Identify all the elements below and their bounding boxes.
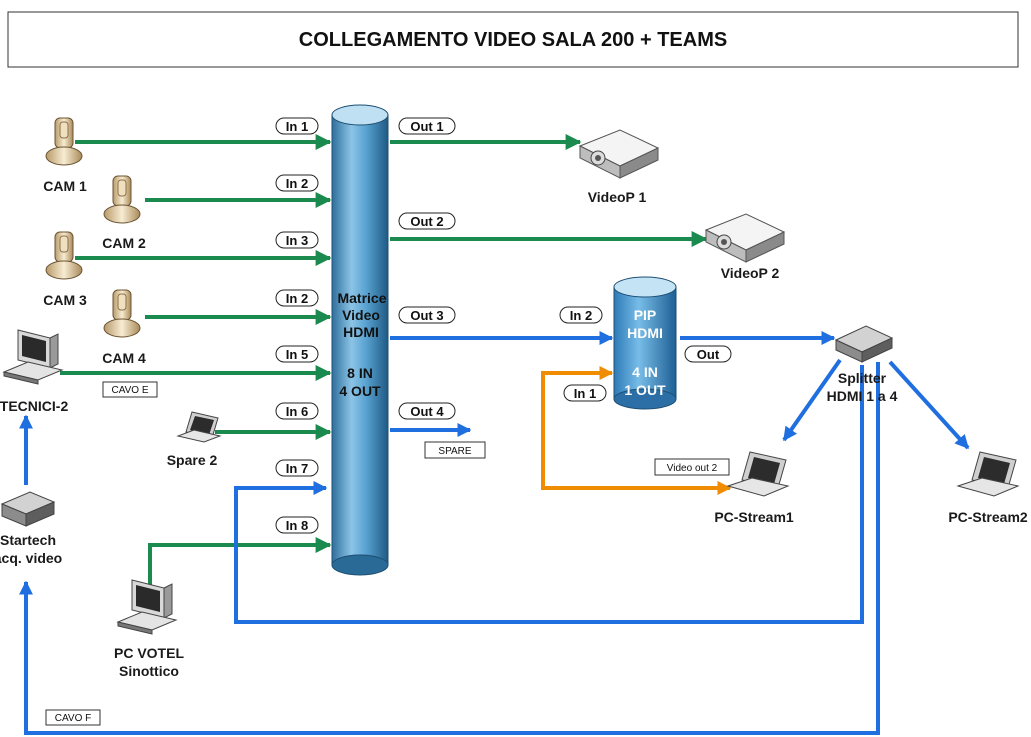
- laptop-icon: [956, 451, 1020, 497]
- svg-text:Video out 2: Video out 2: [667, 463, 718, 474]
- desktop-computer-icon: [116, 579, 178, 635]
- desktop-computer-icon: [2, 329, 64, 385]
- label-spare2: Spare 2: [167, 452, 218, 468]
- label-pc-votel-1: PC VOTEL: [114, 645, 184, 661]
- pill-out-4: Out 4: [398, 402, 456, 420]
- label-cam2: CAM 2: [102, 235, 146, 251]
- matrix-label-2: Video: [342, 307, 380, 323]
- blue-links: [19, 331, 970, 735]
- pip-device: PIP HDMI 4 IN 1 OUT: [613, 276, 677, 410]
- link-splitter-in7: [234, 365, 864, 624]
- label-splitter-2: HDMI 1 a 4: [827, 388, 898, 404]
- svg-text:In 5: In 5: [286, 347, 308, 362]
- link-splitter-startech: [19, 362, 880, 735]
- svg-text:In 8: In 8: [286, 518, 308, 533]
- pill-in-8: In 8: [275, 516, 319, 534]
- svg-text:In 3: In 3: [286, 233, 308, 248]
- svg-text:In 1: In 1: [286, 119, 308, 134]
- label-cam3: CAM 3: [43, 292, 87, 308]
- link-splitter-stream1: [782, 358, 842, 442]
- label-videop2: VideoP 2: [721, 265, 780, 281]
- label-startech-2: acq. video: [0, 550, 62, 566]
- box-cavo-f: CAVO F: [45, 709, 101, 726]
- label-cam4: CAM 4: [102, 350, 146, 366]
- matrix-label-4: 8 IN: [347, 365, 373, 381]
- camera-icon: [45, 117, 83, 166]
- pill-pip-in-2: In 2: [559, 306, 603, 324]
- label-startech-1: Startech: [0, 532, 56, 548]
- pill-pip-out: Out: [684, 345, 732, 363]
- projector-icon: [578, 129, 660, 179]
- svg-text:In 7: In 7: [286, 461, 308, 476]
- pill-out-2: Out 2: [398, 212, 456, 230]
- link-stream1-pip: [541, 366, 732, 495]
- svg-text:CAVO E: CAVO E: [111, 385, 148, 396]
- svg-text:Out 4: Out 4: [410, 404, 444, 419]
- title-box: COLLEGAMENTO VIDEO SALA 200 + TEAMS: [7, 11, 1019, 68]
- pill-in-6: In 6: [275, 402, 319, 420]
- svg-text:SPARE: SPARE: [438, 446, 471, 457]
- matrix-input-pills: In 1 In 2 In 3 In 2 In 5 In 6 In 7 In 8: [275, 117, 319, 534]
- pip-label-1: PIP: [634, 307, 657, 323]
- matrix-label-3: HDMI: [343, 324, 379, 340]
- camera-icon: [103, 175, 141, 224]
- pip-label-2: HDMI: [627, 325, 663, 341]
- link-splitter-stream2: [888, 360, 970, 450]
- svg-text:In 2: In 2: [286, 291, 308, 306]
- svg-text:Out: Out: [697, 347, 720, 362]
- projector-icon: [704, 213, 786, 263]
- label-boxes: CAVO E CAVO F SPARE Video out 2: [45, 381, 730, 726]
- pill-in-5: In 5: [275, 345, 319, 363]
- matrix-output-pills: Out 1 Out 2 Out 3 Out 4: [398, 117, 456, 420]
- pill-in-2b: In 2: [275, 289, 319, 307]
- svg-text:In 6: In 6: [286, 404, 308, 419]
- link-pc-votel: [148, 537, 332, 585]
- box-video-out-2: Video out 2: [654, 458, 730, 476]
- label-pc-stream1: PC-Stream1: [714, 509, 794, 525]
- pip-label-4: 1 OUT: [624, 382, 666, 398]
- matrix-label-1: Matrice: [337, 290, 386, 306]
- pill-pip-in-1: In 1: [563, 384, 607, 402]
- svg-text:In 2: In 2: [286, 176, 308, 191]
- pill-in-3: In 3: [275, 231, 319, 249]
- pill-in-7: In 7: [275, 459, 319, 477]
- green-links: [60, 134, 708, 585]
- box-cavo-e: CAVO E: [102, 381, 158, 398]
- pip-pills: In 2 In 1 Out: [559, 306, 732, 402]
- pill-out-1: Out 1: [398, 117, 456, 135]
- video-matrix: Matrice Video HDMI 8 IN 4 OUT: [331, 104, 389, 576]
- label-pc-stream2: PC-Stream2: [948, 509, 1028, 525]
- label-videop1: VideoP 1: [588, 189, 647, 205]
- laptop-icon: [176, 411, 222, 443]
- svg-text:In 1: In 1: [574, 386, 596, 401]
- pill-out-3: Out 3: [398, 306, 456, 324]
- svg-text:CAVO F: CAVO F: [55, 713, 91, 724]
- splitter-box-icon: [834, 325, 894, 363]
- device-labels: CAM 1 CAM 2 CAM 3 CAM 4 TECNICI-2 Starte…: [0, 178, 1028, 679]
- pill-in-2a: In 2: [275, 174, 319, 192]
- camera-icon: [45, 231, 83, 280]
- laptop-icon: [726, 451, 790, 497]
- label-splitter-1: Splitter: [838, 370, 887, 386]
- diagram-title: COLLEGAMENTO VIDEO SALA 200 + TEAMS: [299, 29, 727, 51]
- svg-text:In 2: In 2: [570, 308, 592, 323]
- svg-text:Out 2: Out 2: [410, 214, 443, 229]
- matrix-label-5: 4 OUT: [339, 383, 381, 399]
- capture-box-icon: [0, 491, 56, 527]
- box-spare: SPARE: [424, 441, 486, 459]
- label-tecnici: TECNICI-2: [0, 398, 68, 414]
- pip-label-3: 4 IN: [632, 364, 658, 380]
- label-pc-votel-2: Sinottico: [119, 663, 179, 679]
- svg-text:Out 1: Out 1: [410, 119, 443, 134]
- pill-in-1: In 1: [275, 117, 319, 135]
- label-cam1: CAM 1: [43, 178, 87, 194]
- camera-icon: [103, 289, 141, 338]
- svg-text:Out 3: Out 3: [410, 308, 443, 323]
